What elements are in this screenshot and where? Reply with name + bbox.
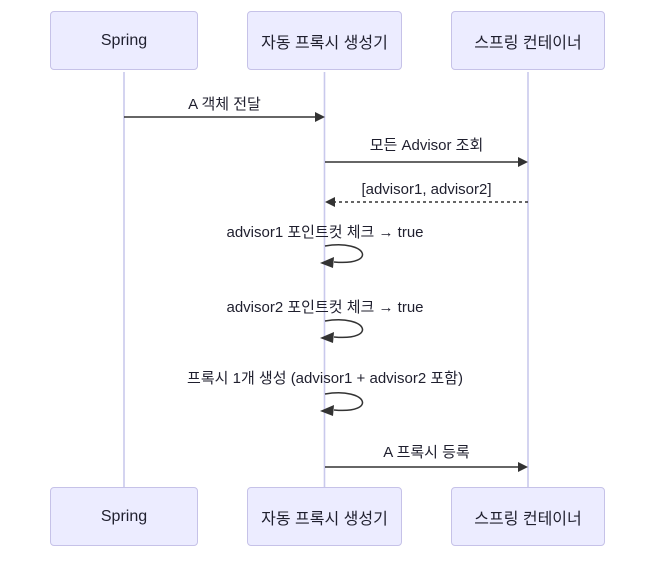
message-label-6: 프록시 1개 생성 (advisor1 + advisor2 포함) [187, 370, 463, 387]
actor-label-auto-proxy-creator: 자동 프록시 생성기 [261, 34, 388, 52]
actor-label-spring-bottom: Spring [100, 507, 148, 525]
arrow-message-1 [124, 112, 325, 122]
actor-box-auto-proxy-creator-bottom: 자동 프록시 생성기 [247, 487, 402, 546]
arrow-message-2 [325, 157, 528, 167]
message-label-7: A 프록시 등록 [383, 444, 470, 461]
arrow-message-4-self-loop [320, 244, 364, 268]
actor-box-spring-bottom: Spring [50, 487, 198, 546]
message-label-4: advisor1 포인트컷 체크 → true [226, 224, 424, 241]
actor-box-auto-proxy-creator-top: 자동 프록시 생성기 [247, 11, 402, 70]
arrow-message-7 [325, 462, 528, 472]
message-label-1: A 객체 전달 [188, 96, 261, 113]
actor-box-spring-top: Spring [50, 11, 198, 70]
arrow-message-6-self-loop [320, 392, 364, 416]
message-label-3: [advisor1, advisor2] [361, 181, 492, 198]
message-label-5: advisor2 포인트컷 체크 → true [226, 299, 424, 316]
actor-box-spring-container-bottom: 스프링 컨테이너 [451, 487, 605, 546]
actor-label-spring-container-bottom: 스프링 컨테이너 [474, 510, 582, 528]
actor-label-spring-container: 스프링 컨테이너 [474, 34, 582, 52]
arrow-message-5-self-loop [320, 319, 364, 343]
message-label-2: 모든 Advisor 조회 [369, 137, 484, 154]
actor-label-spring: Spring [100, 31, 148, 49]
arrow-message-3 [325, 197, 528, 207]
actor-box-spring-container-top: 스프링 컨테이너 [451, 11, 605, 70]
actor-label-auto-proxy-creator-bottom: 자동 프록시 생성기 [261, 510, 388, 528]
